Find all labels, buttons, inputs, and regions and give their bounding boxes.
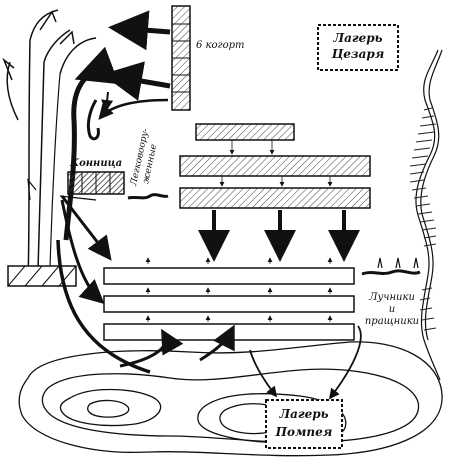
pompey-camp-label-2: Помпея — [275, 425, 333, 439]
pompey-line-second — [103, 295, 355, 313]
cavalry-label: Конница — [69, 158, 122, 169]
caesar-cavalry-arrows — [63, 46, 120, 241]
pompey-battle-lines — [103, 267, 355, 341]
caesar-camp: Лагерь Цезаря — [317, 24, 399, 71]
cavalry-unit: Конница — [67, 158, 125, 195]
pompey-small-arrows — [145, 257, 333, 322]
pompey-line-first — [103, 267, 355, 285]
cohort-attack-arrows — [98, 10, 171, 120]
pompey-camp-label-1: Лагерь — [278, 407, 328, 421]
retreat-arrows — [249, 325, 362, 400]
caesar-small-arrows — [219, 140, 333, 187]
archers-slingers: Лучники и пращники — [361, 257, 421, 327]
caesar-camp-label-2: Цезаря — [331, 47, 385, 61]
pompey-camp: Лагерь Помпея — [265, 399, 343, 449]
caesar-line-first — [179, 187, 371, 209]
terrain-contours — [18, 341, 443, 457]
cavalry-flight-arrows — [2, 9, 97, 281]
main-attack-arrows — [198, 210, 360, 262]
left-reserve-unit — [7, 265, 77, 287]
caesar-line-second — [179, 155, 371, 177]
caesar-camp-label-1: Лагерь — [332, 31, 382, 45]
river-coastline — [415, 49, 443, 381]
six-cohorts-column: 6 когорт — [171, 5, 245, 111]
river-hatching — [409, 107, 437, 331]
light-infantry: Легковоору- женные — [127, 128, 169, 200]
caesar-line-third — [195, 123, 295, 141]
archers-label-3: пращники — [365, 316, 419, 327]
cohorts-label: 6 когорт — [196, 40, 245, 51]
flank-attack-arrows — [56, 195, 235, 374]
archers-label-2: и — [389, 304, 395, 315]
archers-label-1: Лучники — [368, 292, 415, 303]
caesar-battle-lines — [179, 123, 371, 209]
